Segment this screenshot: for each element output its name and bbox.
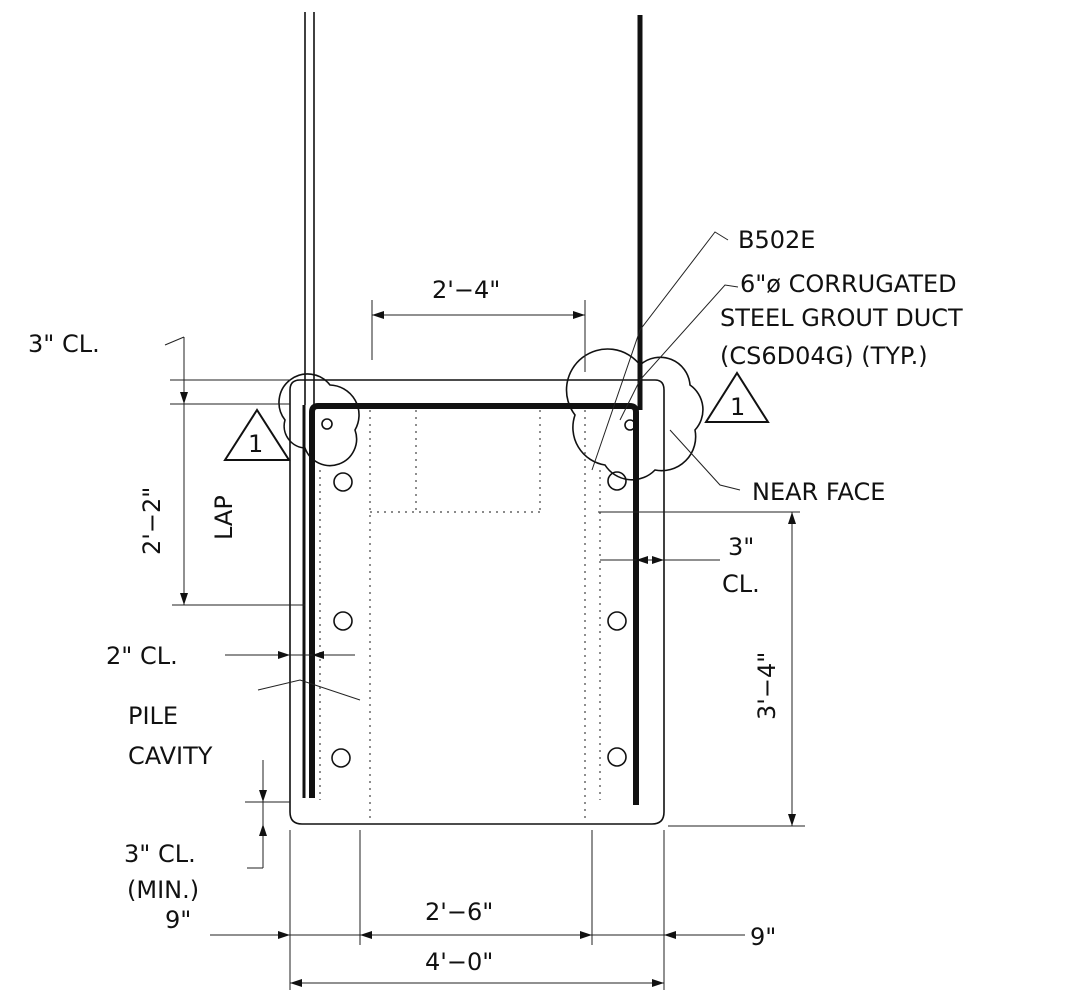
revision-cloud-right xyxy=(565,348,704,481)
dimension-right-depth-label: 3'−4" xyxy=(753,652,781,720)
footing-outline xyxy=(289,379,665,825)
clear-cover-left-2in: 2" CL. xyxy=(106,642,178,670)
clear-cover-right-label: CL. xyxy=(722,570,760,598)
callout-duct-line3: (CS6D04G) (TYP.) xyxy=(720,342,928,370)
revision-triangle-right: 1 xyxy=(704,371,770,423)
callout-duct-line1: 6"ø CORRUGATED xyxy=(740,270,957,298)
dimension-left-9: 9" xyxy=(165,906,191,934)
callout-near-face: NEAR FACE xyxy=(752,478,885,506)
dimension-left-cover: 2" CL. xyxy=(106,642,355,670)
lap-label: LAP xyxy=(210,495,238,540)
revision-mark-right: 1 xyxy=(730,393,745,421)
callout-duct-line2: STEEL GROUT DUCT xyxy=(720,304,963,332)
callout-leaders xyxy=(591,231,741,491)
dimension-inner-label: 2'−6" xyxy=(425,898,493,926)
dimension-right-depth: 3'−4" xyxy=(598,511,805,827)
u-bar-reinforcement xyxy=(309,403,639,805)
grout-ducts xyxy=(321,418,636,768)
revision-cloud-left xyxy=(278,373,360,467)
dimension-overall-label: 4'−0" xyxy=(425,948,493,976)
dimension-bottom: 9" 9" 2'−6" 4'−0" xyxy=(165,830,776,990)
pile-cavity-label-2: CAVITY xyxy=(128,742,213,770)
dimension-top: 2'−4" xyxy=(371,276,586,372)
clear-cover-right-value: 3" xyxy=(728,533,754,561)
revision-mark-left: 1 xyxy=(248,430,263,458)
lap-dimension-label: 2'−2" xyxy=(138,487,166,555)
pile-cavity-leader xyxy=(257,679,361,701)
pile-cavity-lines xyxy=(319,410,601,820)
clear-cover-top-left: 3" CL. xyxy=(28,330,100,358)
dimension-top-label: 2'−4" xyxy=(432,276,500,304)
dimension-right-9: 9" xyxy=(750,923,776,951)
dimension-right-cover: 3" CL. xyxy=(600,533,760,598)
dimension-lap: 3" CL. 2'−2" LAP xyxy=(28,330,305,606)
clear-cover-bottom-2: (MIN.) xyxy=(127,876,199,904)
column-bar-left xyxy=(304,12,315,405)
callout-b502e: B502E xyxy=(738,226,815,254)
dimension-bottom-cover: 3" CL. (MIN.) xyxy=(124,760,290,904)
pile-cavity-label-1: PILE xyxy=(128,702,178,730)
clear-cover-bottom-1: 3" CL. xyxy=(124,840,196,868)
revision-triangle-left: 1 xyxy=(223,408,291,461)
